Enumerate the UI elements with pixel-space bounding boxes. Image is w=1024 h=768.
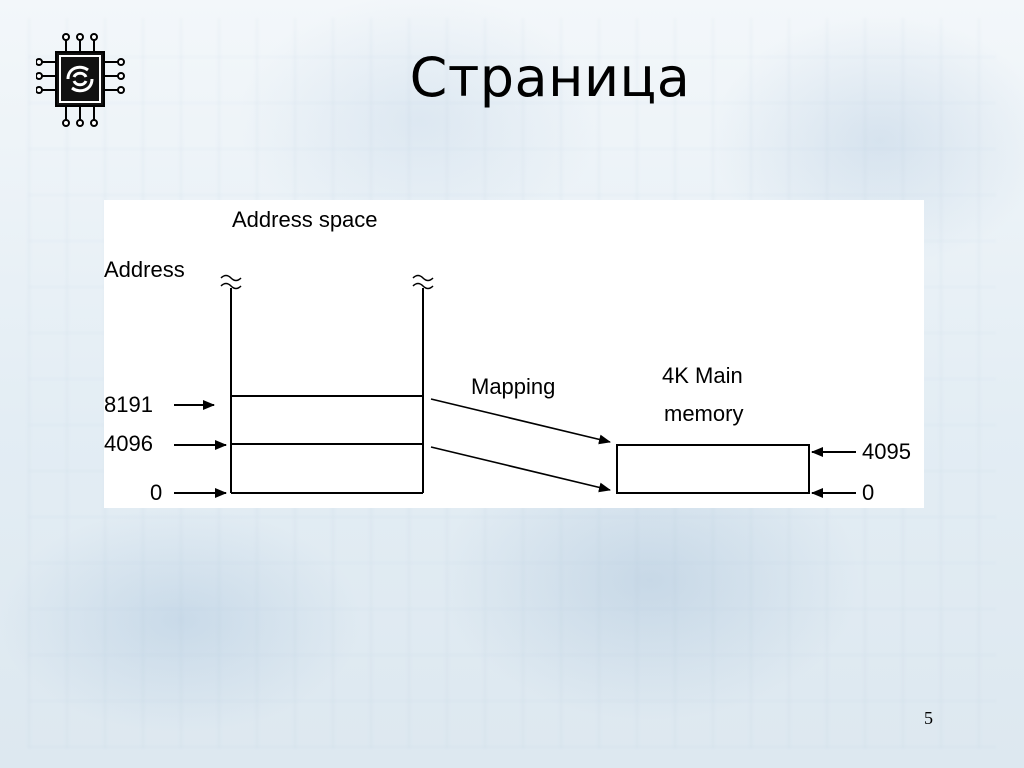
mapping-arrow-lower — [430, 446, 611, 493]
virtual-address-0: 0 — [150, 480, 162, 505]
virtual-address-4096: 4096 — [104, 431, 153, 456]
main-memory-label-line2: memory — [664, 401, 743, 426]
slide-title: Страница — [409, 46, 691, 109]
address-space-label: Address space — [232, 207, 378, 232]
main-memory-label-line1: 4K Main — [662, 363, 743, 388]
page-number: 5 — [924, 708, 933, 728]
mapping-label: Mapping — [471, 374, 555, 399]
physical-address-4095: 4095 — [862, 439, 911, 464]
virtual-address-8191: 8191 — [104, 392, 153, 417]
virtual-address-space-box — [230, 288, 424, 494]
break-symbol-icon — [220, 274, 434, 290]
physical-address-0: 0 — [862, 480, 874, 505]
address-label: Address — [104, 257, 185, 282]
diagram-canvas: Address space Address 8191 4096 0 Mappin… — [104, 207, 911, 505]
main-memory-box — [616, 444, 810, 494]
mapping-arrow-upper — [430, 398, 611, 445]
address-mapping-diagram: Address space Address 8191 4096 0 Mappin… — [104, 200, 924, 508]
chip-logo-icon — [36, 33, 125, 127]
